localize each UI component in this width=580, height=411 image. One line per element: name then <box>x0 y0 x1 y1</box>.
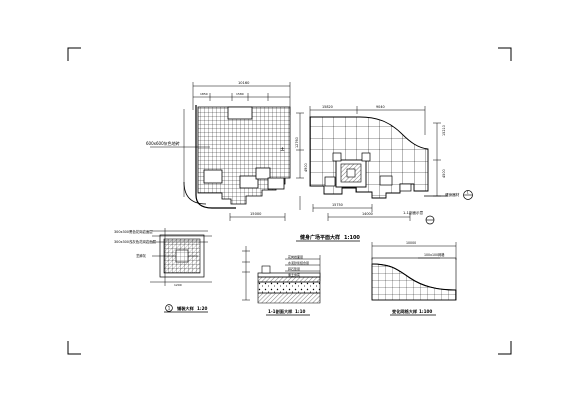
detail-section-note-1: 花岗岩面层 <box>288 254 303 259</box>
plan-left-dim-right-2: 4900 <box>304 163 308 172</box>
plan-left-paving <box>197 106 291 205</box>
detail-curve: 10000 100x100网格 变化网格大样 1:100 <box>371 241 457 316</box>
detail-section-mortar <box>257 276 321 283</box>
detail-section-note-2: 水泥砂浆结合层 <box>288 260 309 265</box>
svg-text:1: 1 <box>467 191 469 195</box>
sheet-title: 健身广场平面大样 <box>300 234 340 241</box>
detail-section-note-3: 碎石垫层 <box>288 266 300 271</box>
plan-left-dim-top: 10160 <box>238 81 250 85</box>
plan-right-dim-top-2: 9040 <box>376 105 385 109</box>
section-cut-symbol <box>425 215 435 225</box>
detail-curve-note: 100x100网格 <box>424 252 445 257</box>
detail-paving-note-3: 芝麻灰 <box>136 253 147 258</box>
crop-marks <box>67 47 512 355</box>
detail-paving-note-2: 300x300浅灰色花岗岩面层 <box>114 239 157 244</box>
plan-left-dim-right: 12760 <box>295 137 299 148</box>
plan-left-dim-seg-2: 1580 <box>236 92 244 96</box>
svg-text:1: 1 <box>168 306 171 312</box>
plan-left-callout: 600x600灰色地砖 <box>146 140 180 146</box>
detail-section-note-4: 素土夯实 <box>288 272 300 277</box>
plan-right-dim-top-1: 15820 <box>322 105 333 109</box>
plan-left-dim-bottom: 15000 <box>250 212 262 216</box>
plan-right-dim-side: 15210 <box>442 125 446 136</box>
plan-left: 10160 1850 1580 12760 4900 15000 600x600… <box>146 81 308 221</box>
detail-paving-note-1: 300x300黑色花岗岩面层 <box>114 229 153 234</box>
detail-section-title: 1-1剖面大样 <box>268 308 293 315</box>
detail-curve-scale: 1:100 <box>419 309 432 314</box>
detail-paving-dim: 1200 <box>174 283 182 287</box>
plan-right-index-symbol: 1 <box>463 190 473 200</box>
detail-curve-grid <box>371 263 457 301</box>
detail-curve-dim: 10000 <box>406 241 416 245</box>
plan-right-section-mark: 1-1剖面示意 <box>403 210 424 215</box>
detail-paving: 300x300黑色花岗岩面层 300x300浅灰色花岗岩面层 芝麻灰 1200 … <box>114 228 212 313</box>
plan-right-dim-side-2: 4500 <box>442 169 446 178</box>
plan-left-marker: ± <box>280 146 285 153</box>
plan-right-label: 健身器材 <box>445 192 460 197</box>
detail-curve-title: 变化网格大样 <box>392 308 418 315</box>
plan-right-dim-bottom-1: 15750 <box>332 203 343 207</box>
detail-section-scale: 1:10 <box>295 309 306 314</box>
plan-right: 15820 9040 15210 4500 15750 14000 健身器材 1… <box>299 105 473 225</box>
detail-section-gravel <box>257 281 321 294</box>
sheet-title-scale: 1:100 <box>344 235 360 241</box>
detail-section-soil <box>257 292 321 304</box>
detail-paving-badge: 1 <box>165 304 173 312</box>
detail-section: 花岗岩面层 水泥砂浆结合层 碎石垫层 素土夯实 1-1剖面大样 1:10 <box>242 246 321 316</box>
plan-right-dim-bottom-2: 14000 <box>362 212 373 216</box>
detail-paving-scale: 1:20 <box>197 306 208 311</box>
plan-left-dim-seg-1: 1850 <box>200 92 208 96</box>
detail-paving-title: 铺装大样 <box>177 305 195 312</box>
